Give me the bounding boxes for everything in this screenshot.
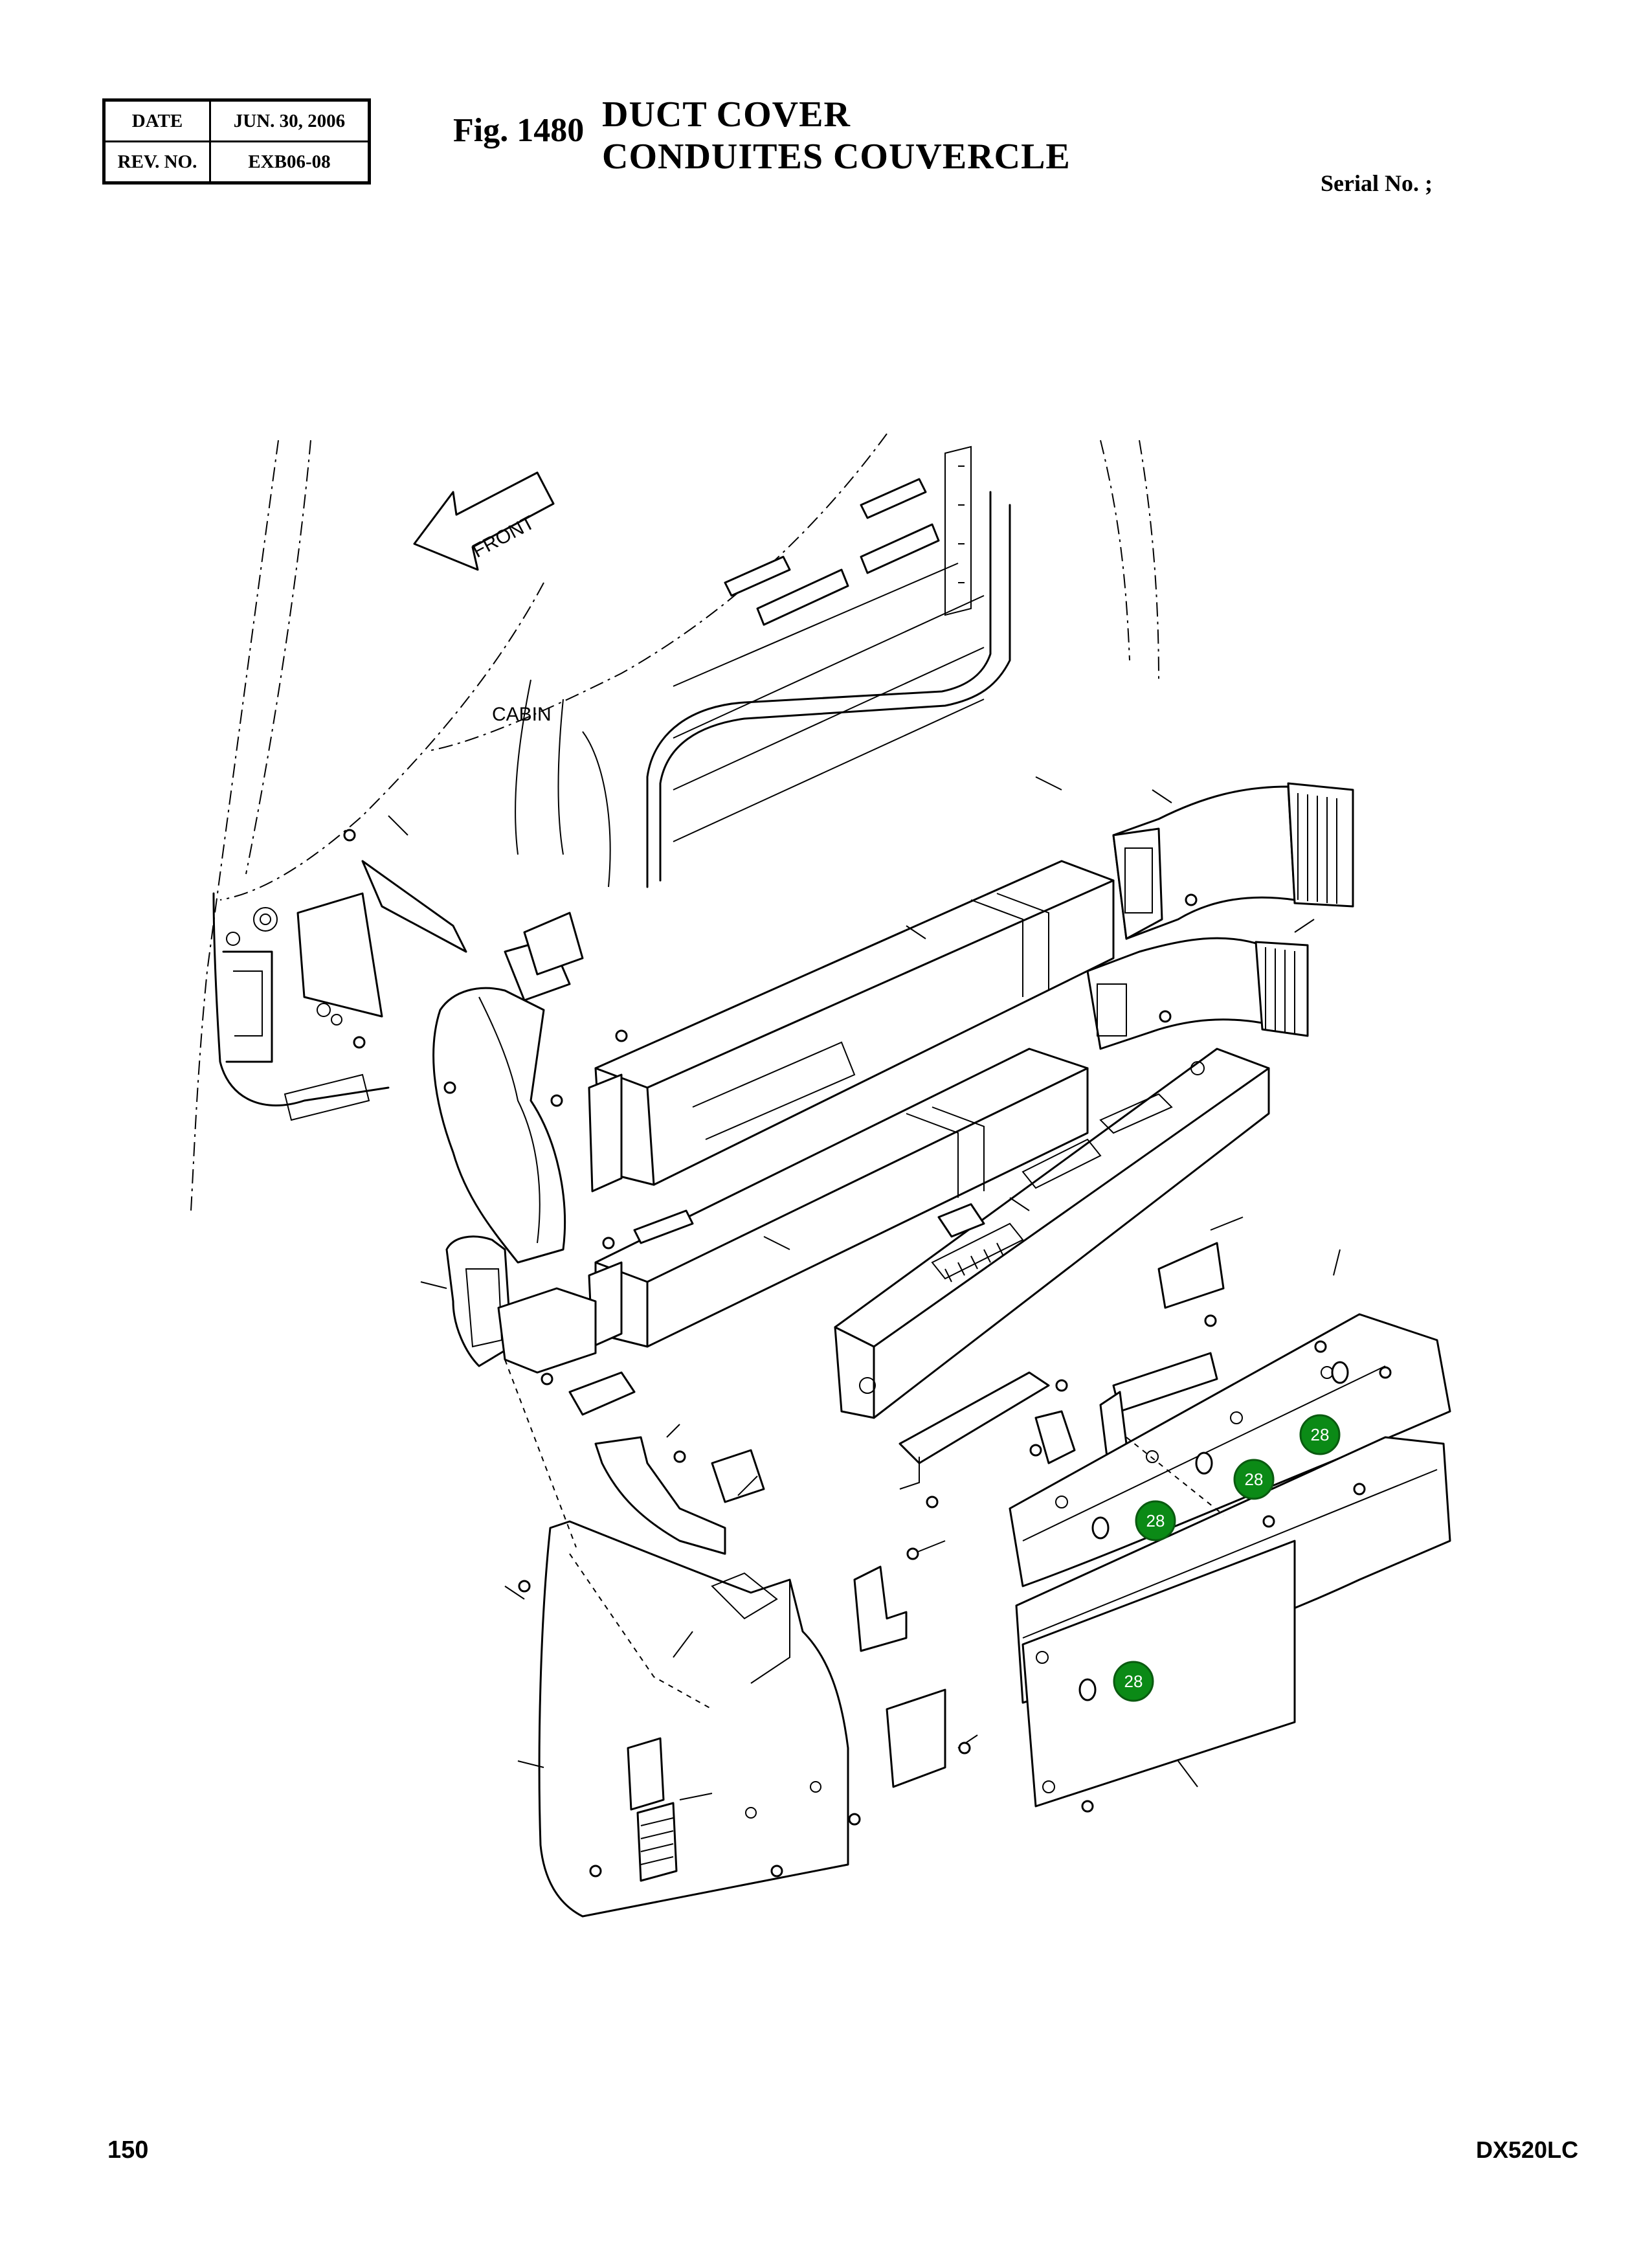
fasteners (343, 829, 1392, 1877)
date-label: DATE (103, 99, 211, 142)
upper-rear-duct-elbow (1112, 782, 1354, 940)
right-lower-trim-panel (1015, 1436, 1451, 1808)
callout-28-b-label: 28 (1245, 1470, 1264, 1489)
leader-lines (388, 776, 1341, 1800)
callout-28-a[interactable]: 28 (1299, 1414, 1341, 1455)
callout-28-d-label: 28 (1124, 1672, 1143, 1691)
upper-long-duct (588, 860, 1115, 1193)
lower-front-duct-elbow (445, 1235, 597, 1374)
page-number: 150 (107, 2136, 149, 2164)
callout-28-c[interactable]: 28 (1135, 1500, 1176, 1541)
rev-label: REV. NO. (103, 140, 211, 184)
callout-28-c-label: 28 (1146, 1511, 1165, 1530)
date-value: JUN. 30, 2006 (209, 99, 370, 142)
small-grille-parts (568, 1371, 765, 1555)
front-direction-arrow: FRONT (413, 471, 555, 571)
figure-title-french: CONDUITES COUVERCLE (602, 137, 1071, 177)
serial-number-label: Serial No. ; (1321, 170, 1433, 196)
revision-table: DATE JUN. 30, 2006 REV. NO. EXB06-08 (102, 98, 371, 185)
lower-rear-duct-elbow (1086, 937, 1309, 1050)
figure-number: Fig. 1480 (453, 112, 585, 149)
mounting-brackets (853, 1242, 1225, 1652)
rev-value: EXB06-08 (209, 140, 370, 184)
cabin-outline (190, 433, 1159, 1211)
cabin-label: CABIN (492, 704, 552, 725)
figure-title-english: DUCT COVER (602, 95, 851, 135)
callout-28-d[interactable]: 28 (1113, 1661, 1154, 1702)
upper-left-bracket (296, 860, 467, 1026)
callout-28-b[interactable]: 28 (1233, 1459, 1275, 1500)
lower-left-side-panel (538, 1520, 849, 1918)
square-cover-plate (886, 1688, 946, 1788)
model-name: DX520LC (1476, 2136, 1579, 2163)
front-vertical-duct (432, 912, 584, 1264)
callout-28-a-label: 28 (1311, 1425, 1330, 1444)
center-console-cover (834, 1048, 1270, 1419)
